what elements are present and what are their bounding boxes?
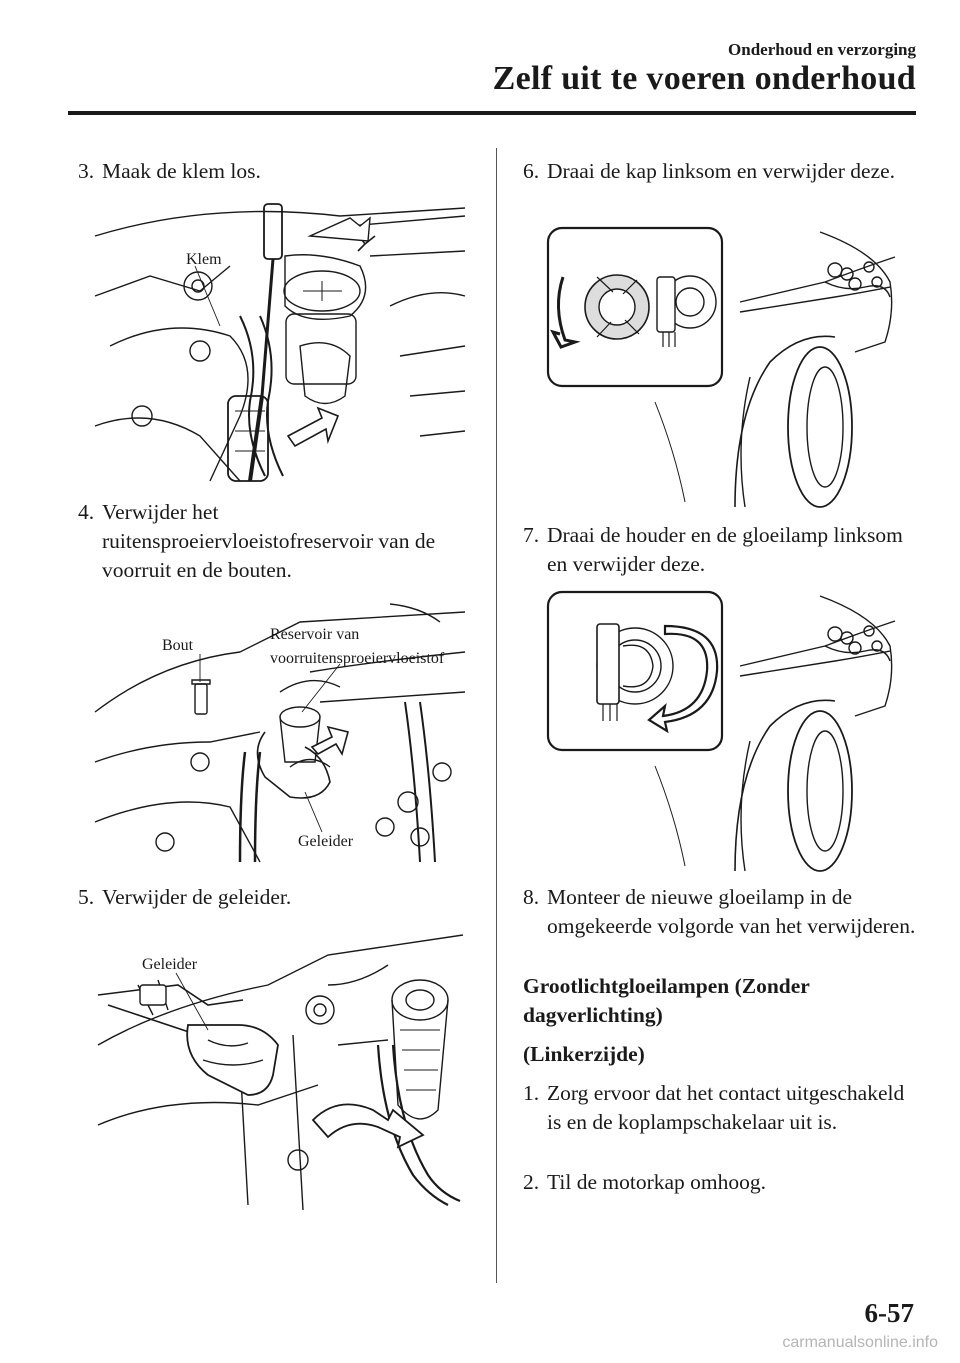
step-number: 3.	[78, 159, 95, 183]
step-number: 8.	[523, 885, 540, 909]
sub-step-1: 1. Zorg ervoor dat het contact uitgescha…	[523, 1079, 923, 1137]
label-geleider: Geleider	[298, 833, 354, 850]
label-reservoir-line2: voorruitensproeiervloeistof	[270, 650, 445, 667]
header-rule	[68, 111, 916, 115]
step-text: Draai de houder en de gloeilamp linksom …	[547, 523, 903, 576]
step-number: 4.	[78, 500, 95, 524]
step-number: 6.	[523, 159, 540, 183]
section-subheading: Grootlichtgloeilampen (Zonder dagverlich…	[523, 974, 810, 1027]
figure-guide-removal: Geleider	[88, 925, 468, 1215]
label-geleider: Geleider	[142, 956, 198, 973]
step-3: 3. Maak de klem los.	[78, 157, 488, 186]
step-4: 4. Verwijder het ruitensproeiervloeistof…	[78, 498, 488, 585]
step-number: 5.	[78, 885, 95, 909]
column-divider	[496, 148, 497, 1283]
step-text: Verwijder de geleider.	[102, 885, 292, 909]
step-number: 2.	[523, 1170, 540, 1194]
step-text: Maak de klem los.	[102, 159, 261, 183]
page-number: 6-57	[864, 1298, 915, 1328]
figure-clamp-release: Klem	[90, 196, 470, 486]
step-6: 6. Draai de kap linksom en verwijder dez…	[523, 157, 923, 186]
step-text: Draai de kap linksom en verwijder deze.	[547, 159, 896, 183]
step-text: Zorg ervoor dat het contact uitgeschakel…	[547, 1081, 905, 1134]
step-5: 5. Verwijder de geleider.	[78, 883, 488, 912]
step-8: 8. Monteer de nieuwe gloeilamp in de omg…	[523, 883, 923, 941]
step-number: 1.	[523, 1081, 540, 1105]
step-number: 7.	[523, 523, 540, 547]
section-label: Onderhoud en verzorging	[728, 40, 916, 59]
step-text: Til de motorkap omhoog.	[547, 1170, 766, 1194]
figure-reservoir-removal: Bout Reservoir van voorruitensproeiervlo…	[90, 592, 470, 870]
step-text: Monteer de nieuwe gloeilamp in de omgeke…	[547, 885, 916, 938]
step-text: Verwijder het ruitensproeiervloeistofres…	[102, 500, 436, 582]
label-reservoir-line1: Reservoir van	[270, 626, 359, 643]
page-title: Zelf uit te voeren onderhoud	[492, 60, 916, 97]
step-7: 7. Draai de houder en de gloeilamp links…	[523, 521, 923, 579]
side-heading: (Linkerzijde)	[523, 1042, 645, 1066]
label-klem: Klem	[186, 251, 222, 268]
watermark: carmanualsonline.info	[782, 1334, 938, 1351]
figure-bulb-holder-removal	[535, 586, 915, 872]
figure-cap-removal	[535, 222, 915, 508]
label-bout: Bout	[162, 637, 194, 654]
sub-step-2: 2. Til de motorkap omhoog.	[523, 1168, 923, 1197]
